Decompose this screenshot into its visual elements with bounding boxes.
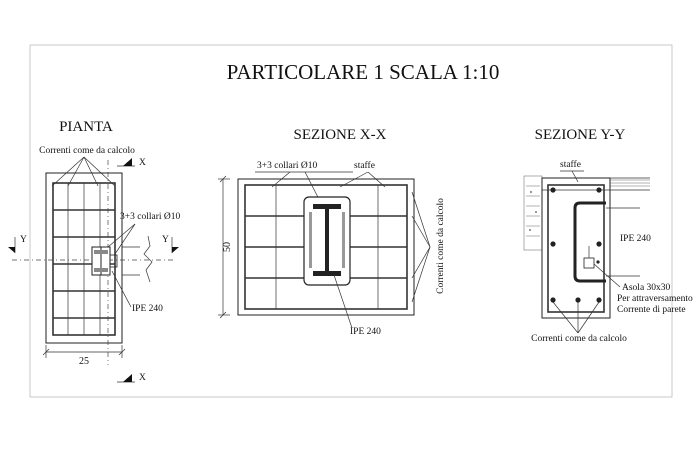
sezione-xx-view: SEZIONE X-X 3+3 collari Ø10 staffe [218, 127, 446, 337]
sezione-yy-asola-label: Asola 30x30 [622, 283, 671, 293]
pianta-cut-x-top: X [139, 158, 146, 168]
pianta-view: PIANTA Correnti come da calcolo X [8, 119, 180, 383]
sezione-xx-ipe-label: IPE 240 [350, 327, 381, 337]
pianta-cut-y-right: Y [162, 235, 169, 245]
sezione-xx-correnti-label: Correnti come da calcolo [436, 198, 446, 294]
sezione-xx-dim-50: 50 [222, 242, 233, 252]
sezione-yy-ipe-label: IPE 240 [620, 234, 651, 244]
sezione-xx-heading: SEZIONE X-X [294, 127, 387, 143]
pianta-dim-25: 25 [79, 356, 89, 367]
sezione-xx-staffe-label: staffe [354, 160, 375, 171]
sezione-yy-correnti-label: Correnti come da calcolo [531, 334, 627, 344]
sezione-yy-view: SEZIONE Y-Y staffe [523, 127, 693, 344]
drawing-title: PARTICOLARE 1 SCALA 1:10 [227, 60, 500, 84]
sezione-xx-collari-label: 3+3 collari Ø10 [257, 161, 317, 171]
sezione-yy-attraversamento-label: Per attraversamento [617, 294, 693, 304]
sezione-yy-heading: SEZIONE Y-Y [535, 127, 626, 143]
pianta-correnti-label: Correnti come da calcolo [39, 146, 135, 156]
pianta-cut-y-left: Y [20, 235, 27, 245]
pianta-ipe-label: IPE 240 [132, 304, 163, 314]
pianta-heading: PIANTA [59, 119, 113, 135]
sezione-yy-corrente-parete-label: Corrente di parete [617, 305, 686, 315]
sezione-yy-staffe-label: staffe [560, 159, 581, 170]
sheet-frame [29, 44, 673, 398]
pianta-collari-label: 3+3 collari Ø10 [120, 212, 180, 222]
pianta-cut-x-bottom: X [139, 373, 146, 383]
